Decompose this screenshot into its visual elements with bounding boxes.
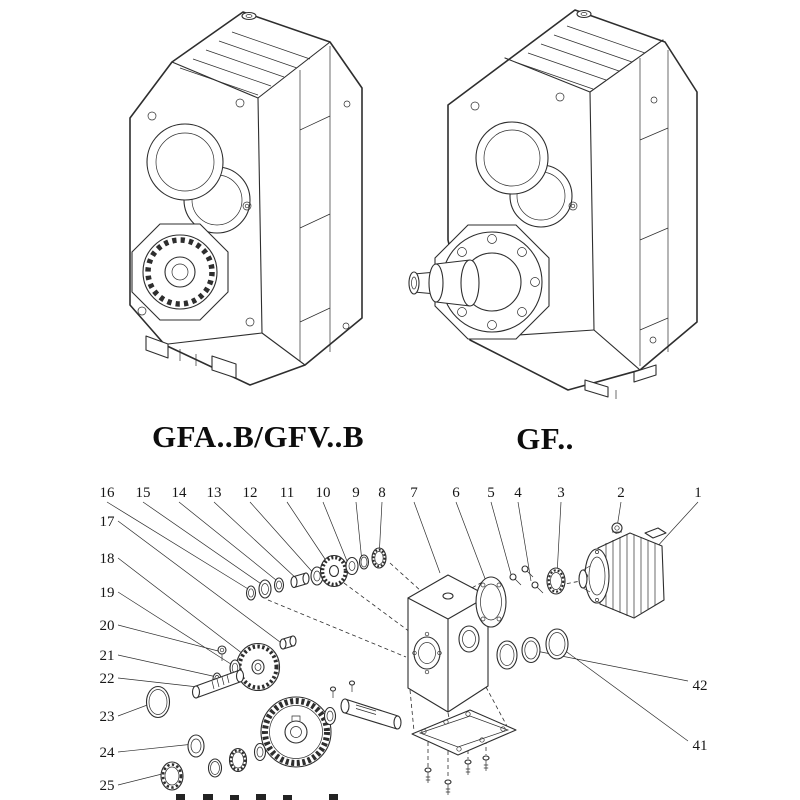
- part-callout: 41: [693, 738, 708, 754]
- gearbox-drawing-left: [129, 11, 363, 386]
- gearbox-drawing-right: [408, 9, 698, 399]
- part-callout: 21: [100, 648, 115, 664]
- part-callout: 8: [378, 485, 386, 501]
- part-callout: 15: [136, 485, 151, 501]
- part-callout: 19: [100, 585, 115, 601]
- part-callout: 22: [100, 671, 115, 687]
- part-input-flange-set: [475, 565, 566, 628]
- part-callout: 23: [100, 709, 115, 725]
- leader-lines: [106, 501, 699, 786]
- part-output-gear-set: [160, 680, 402, 791]
- motor: [578, 522, 667, 619]
- part-callout: 14: [172, 485, 188, 501]
- motor-shaft: [578, 569, 588, 589]
- part-callout: 1: [694, 485, 702, 501]
- callouts-left: 17 18 19 20 21 22 23 24 25: [100, 514, 116, 794]
- part-callout: 16: [100, 485, 116, 501]
- part-intermediate-gear-set: [145, 635, 297, 719]
- part-callout: 4: [514, 485, 522, 501]
- part-callout: 17: [100, 514, 116, 530]
- part-callout: 18: [100, 551, 115, 567]
- part-callout: 13: [207, 485, 222, 501]
- callouts-top: 16 15 14 13 12 11 10 9 8 7 6 5 4 3 2 1: [100, 485, 702, 501]
- part-shim-gear-chain: [245, 547, 387, 601]
- part-callout: 10: [316, 485, 331, 501]
- part-callout: 11: [280, 485, 294, 501]
- callouts-right: 42 41: [693, 678, 708, 754]
- part-callout: 20: [100, 618, 115, 634]
- part-callout: 12: [243, 485, 258, 501]
- gearbox-housing: [407, 574, 489, 713]
- part-callout: 3: [557, 485, 565, 501]
- motor-terminal-box: [644, 527, 667, 539]
- part-callout: 6: [452, 485, 460, 501]
- motor-eye-bolt: [611, 522, 623, 534]
- part-callout: 25: [100, 778, 115, 794]
- part-callout: 7: [410, 485, 418, 501]
- model-label-right: GF..: [516, 421, 574, 456]
- cropped-callout-labels: [176, 794, 338, 800]
- part-callout: 42: [693, 678, 708, 694]
- part-callout: 2: [617, 485, 625, 501]
- part-retaining-rings: [496, 628, 569, 670]
- part-callout: 9: [352, 485, 360, 501]
- part-callout: 24: [100, 745, 116, 761]
- part-callout: 5: [487, 485, 495, 501]
- part-bolts: [424, 755, 490, 795]
- exploded-view: 16 15 14 13 12 11 10 9 8 7 6 5 4 3 2 1 1…: [100, 485, 708, 800]
- model-label-left: GFA..B/GFV..B: [152, 419, 364, 454]
- part-cover-plate: [411, 709, 517, 756]
- projection-lines: [267, 562, 597, 779]
